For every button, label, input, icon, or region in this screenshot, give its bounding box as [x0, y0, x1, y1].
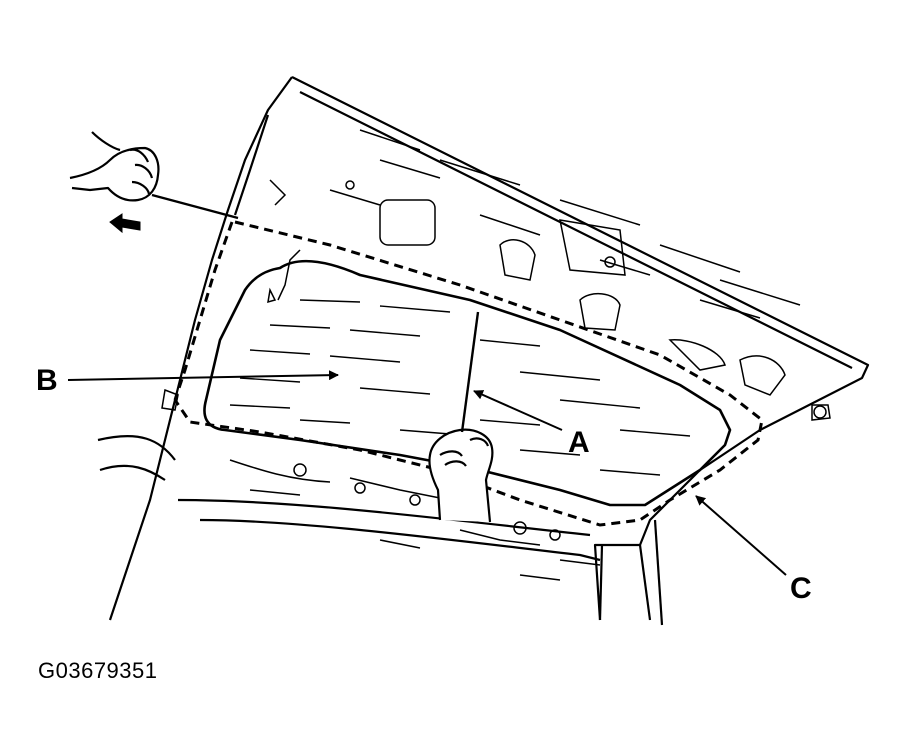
glass-hatching	[229, 299, 691, 476]
rear-window-opening	[203, 259, 732, 507]
seal-dashed-line	[173, 220, 764, 527]
leader-b	[67, 370, 339, 381]
hand-left-icon	[69, 131, 160, 202]
leader-c	[695, 495, 787, 576]
callout-label-a: A	[568, 426, 590, 459]
callout-label-b: B	[36, 364, 58, 397]
pull-direction-arrow-icon	[109, 213, 141, 234]
figure-id: G03679351	[38, 658, 158, 683]
center-cord	[460, 311, 480, 433]
tailgate-panel	[97, 76, 870, 626]
hand-center-icon	[428, 428, 494, 523]
panel-interior-details	[267, 129, 831, 421]
lower-panel-details	[161, 388, 601, 581]
callout-label-c: C	[790, 572, 812, 605]
leader-a	[473, 390, 563, 431]
pull-cord	[151, 193, 239, 220]
